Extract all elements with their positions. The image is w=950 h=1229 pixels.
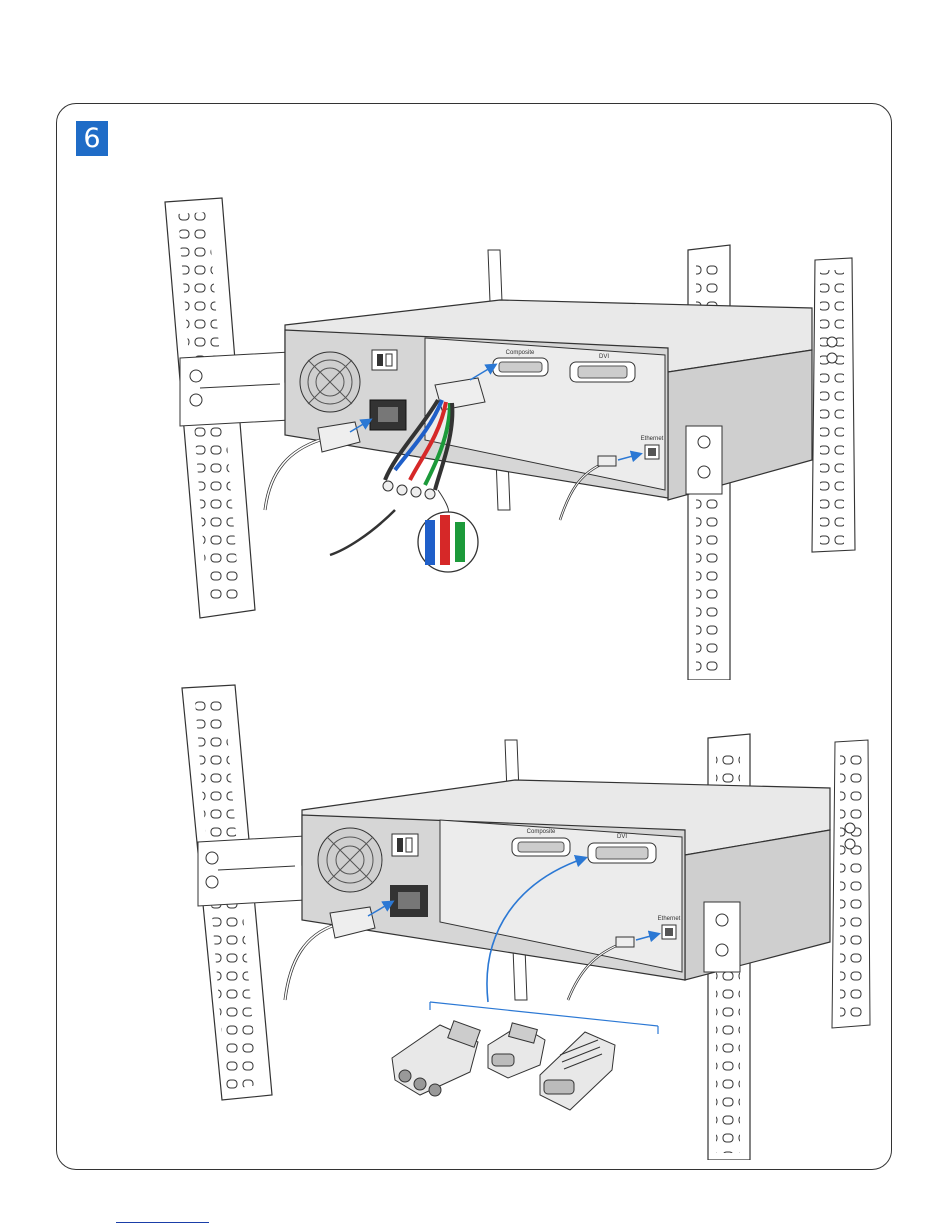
fan-icon (300, 352, 360, 412)
dvi-adapter-icon (540, 1032, 615, 1110)
server-chassis (302, 780, 830, 980)
rack-mount-scene-bottom: Composite DVI Ethernet (0, 680, 950, 1160)
mounting-rail-left (198, 836, 305, 906)
step-number-badge: 6 (76, 121, 108, 156)
mounting-bracket-right (686, 426, 722, 494)
mounting-rail-left (180, 352, 290, 426)
server-chassis (285, 300, 812, 500)
rack-post-far-right (832, 740, 870, 1028)
composite-port-label: Composite (527, 829, 556, 835)
vga-adapter-icon (488, 1023, 545, 1078)
dvi-port-label: DVI (599, 354, 609, 360)
rack-post-far-right (812, 258, 855, 552)
ethernet-port-label: Ethernet (641, 436, 664, 442)
fan-icon (318, 828, 382, 892)
footer-rule (116, 1222, 209, 1223)
power-inlet (390, 885, 428, 917)
power-switch-icon (372, 350, 397, 370)
mounting-bracket-right (704, 902, 740, 972)
power-inlet (370, 400, 406, 430)
cable-detail-inset (418, 490, 478, 572)
rca-adapter-icon (392, 1021, 480, 1096)
dvi-port-label: DVI (617, 834, 627, 840)
power-switch-icon (392, 834, 418, 856)
composite-port-label: Composite (506, 350, 535, 356)
ethernet-port-label: Ethernet (658, 916, 681, 922)
rack-mount-scene-top: Composite DVI Ethernet (0, 190, 950, 680)
